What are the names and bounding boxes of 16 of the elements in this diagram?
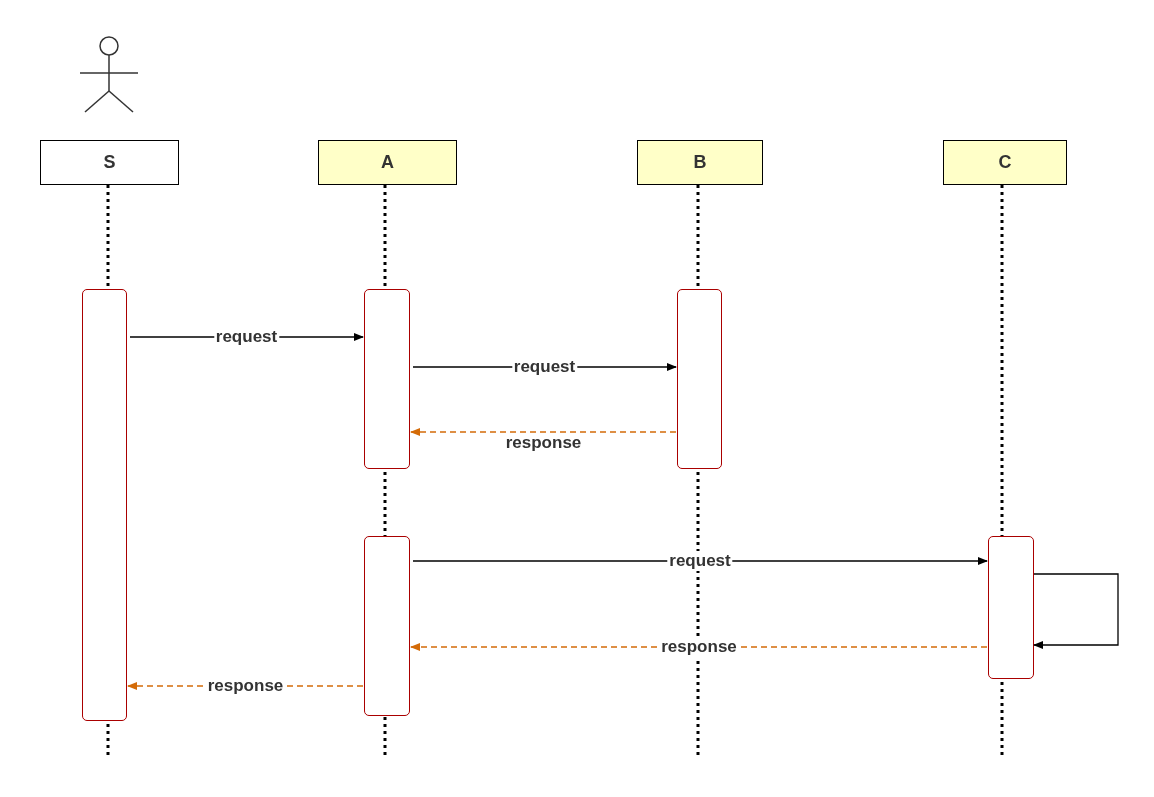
activation-bar [82, 289, 127, 721]
return-message-arrow [410, 643, 988, 651]
activation-bar [364, 536, 410, 716]
edge-label: response [659, 637, 739, 657]
participant-box: B [637, 140, 763, 185]
message-arrow [1033, 573, 1119, 649]
participant-box: A [318, 140, 457, 185]
activation-bar [364, 289, 410, 469]
edge-label: request [667, 551, 733, 571]
return-message-arrow [410, 428, 677, 436]
actor-figure [79, 36, 139, 113]
activation-bar [677, 289, 722, 469]
activation-bar [988, 536, 1034, 679]
participant-box: C [943, 140, 1067, 185]
message-arrow [412, 557, 988, 565]
participant-box: S [40, 140, 179, 185]
